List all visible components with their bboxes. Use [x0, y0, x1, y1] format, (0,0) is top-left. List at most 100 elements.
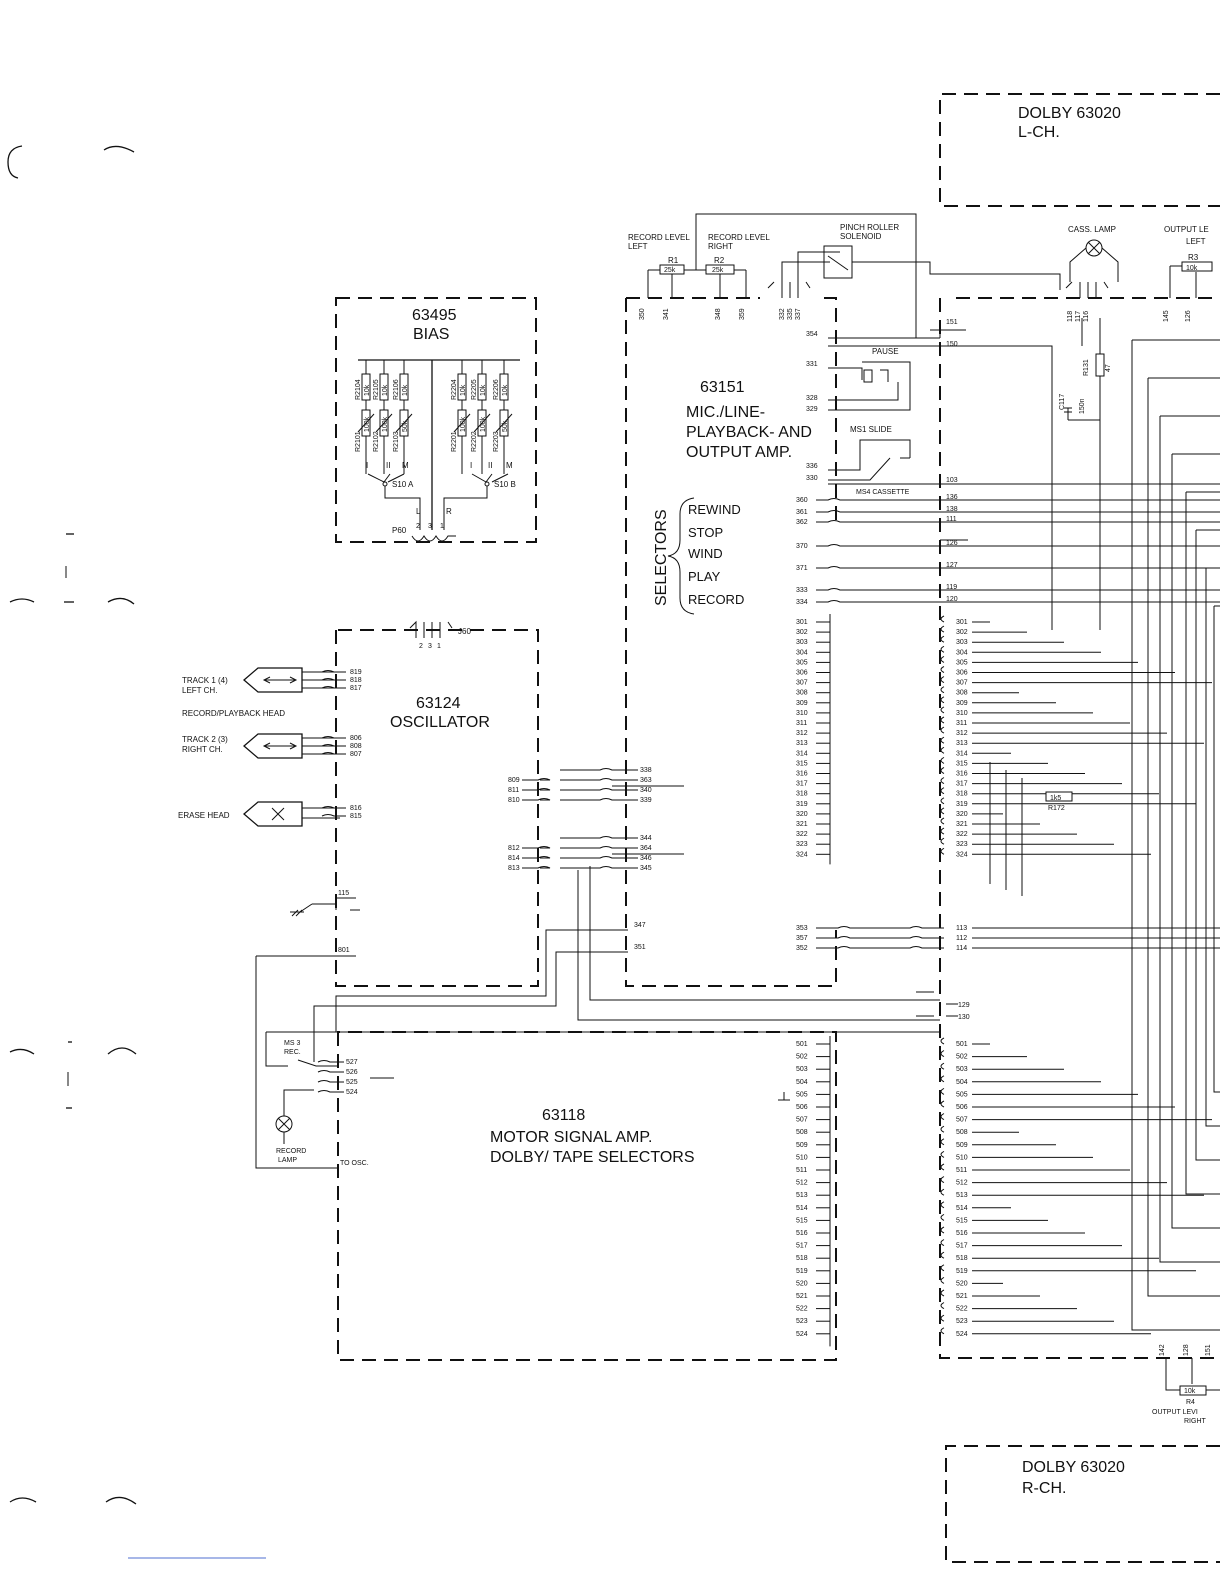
bus-pin-right: 513	[956, 1192, 968, 1199]
bus-contact	[940, 1075, 945, 1083]
bus-contact	[940, 777, 945, 785]
selector-wire	[816, 588, 1220, 591]
bus-pin-left: 522	[796, 1306, 808, 1313]
bus-pin-right: 519	[956, 1268, 968, 1275]
svg-text:R: R	[446, 507, 452, 516]
svg-text:3: 3	[428, 523, 432, 530]
svg-text:150n: 150n	[1079, 398, 1086, 414]
bias-switch-a: S10 A	[392, 480, 414, 489]
bus-pin-right: 520	[956, 1280, 968, 1287]
oscillator-number: 63124	[416, 695, 461, 712]
svg-text:STOP: STOP	[688, 525, 723, 540]
bus-pin-left: 515	[796, 1217, 808, 1224]
bus-pin-right: 508	[956, 1129, 968, 1136]
bus-pin-left: 318	[796, 791, 808, 798]
bus-contact	[940, 645, 945, 653]
bus-pin-right: 505	[956, 1091, 968, 1098]
bus-contact	[940, 1037, 945, 1045]
bus-contact	[940, 797, 945, 805]
amp-top-pin: 337	[795, 308, 802, 320]
pin-label: 817	[350, 685, 362, 692]
pin-label: 819	[350, 669, 362, 676]
pin-label: 818	[350, 677, 362, 684]
pin-label: 816	[350, 805, 362, 812]
selector-pin: 111	[946, 516, 957, 523]
svg-text:PINCH ROLLER: PINCH ROLLER	[840, 223, 899, 232]
svg-text:RIGHT: RIGHT	[708, 242, 733, 251]
bias-resistor-value: 10k	[460, 384, 467, 396]
bus-contact	[940, 686, 945, 694]
bias-resistor-value: 10k	[382, 384, 389, 396]
svg-text:R131: R131	[1083, 359, 1090, 376]
bus-pin-left: 319	[796, 801, 808, 808]
connector-pin	[321, 814, 346, 817]
bus-pin-right: 514	[956, 1205, 968, 1212]
bus-pin-left: 321	[796, 821, 808, 828]
bus-pin-left: 306	[796, 670, 808, 677]
bus2-wire	[816, 926, 944, 929]
right-top-pin: 118	[1067, 311, 1074, 322]
svg-text:328: 328	[806, 395, 818, 402]
bus-pin-left: 510	[796, 1154, 808, 1161]
bus-pin-left: 311	[796, 720, 807, 727]
bias-trimmer-value: 100k	[480, 416, 487, 432]
right-net	[1213, 605, 1220, 1093]
bus-pin-right: 301	[956, 619, 968, 626]
bus-pin-right: 517	[956, 1243, 968, 1250]
svg-text:MS4 CASSETTE: MS4 CASSETTE	[856, 489, 910, 496]
bus-pin-right: 504	[956, 1079, 968, 1086]
bus-contact	[940, 847, 945, 855]
bus-contact	[940, 716, 945, 724]
bus-pin-left: 304	[796, 649, 808, 656]
svg-text:10k: 10k	[1184, 1388, 1196, 1395]
right-edge-wiring	[989, 339, 1220, 1331]
bias-trimmer-name: R2102	[373, 431, 380, 452]
bus-contact	[940, 1113, 945, 1121]
right-top-pin: 126	[1185, 310, 1192, 322]
pin-label: 815	[350, 813, 362, 820]
amp-top-pin: 332	[779, 308, 786, 320]
selector-wire	[816, 510, 1220, 513]
svg-text:1k5: 1k5	[1050, 795, 1061, 802]
amp-name-3: OUTPUT AMP.	[686, 444, 792, 461]
wire	[495, 413, 513, 433]
bus-contact	[940, 837, 945, 845]
ms3-pin: 525	[346, 1079, 358, 1086]
right-net	[1171, 453, 1220, 1229]
bus-contact	[940, 655, 945, 663]
bus-contact	[940, 1201, 945, 1209]
svg-text:2: 2	[416, 523, 420, 530]
connector-pin	[560, 846, 638, 849]
svg-text:151: 151	[946, 319, 958, 326]
bus-pin-left: 323	[796, 841, 808, 848]
bus-pin-left: 511	[796, 1167, 807, 1174]
bus-pin-right: 114	[956, 945, 967, 952]
bus-contact	[940, 1188, 945, 1196]
pin-label: 810	[508, 797, 520, 804]
bus-pin-left: 312	[796, 730, 808, 737]
svg-text:351: 351	[634, 944, 646, 951]
bus-pin-left: 521	[796, 1293, 808, 1300]
bus-pin-right: 313	[956, 740, 968, 747]
bus-pin-right: 310	[956, 710, 968, 717]
svg-text:RIGHT CH.: RIGHT CH.	[182, 745, 223, 754]
heads: TRACK 1 (4) LEFT CH. RECORD/PLAYBACK HEA…	[178, 667, 551, 1169]
right-net	[1147, 377, 1220, 1297]
pin-label: 809	[508, 777, 520, 784]
wire	[453, 413, 471, 433]
bus-pin-left: 505	[796, 1091, 808, 1098]
svg-text:LEFT: LEFT	[1186, 237, 1206, 246]
svg-text:LEFT: LEFT	[628, 242, 648, 251]
connector-pin	[321, 752, 346, 755]
bus-pin-right: 112	[956, 935, 967, 942]
connector-pin	[560, 866, 638, 869]
amp-name-2: PLAYBACK- AND	[686, 424, 812, 441]
bus-contact	[940, 767, 945, 774]
svg-text:354: 354	[806, 331, 818, 338]
bus-pin-left: 520	[796, 1280, 808, 1287]
pin-label: 808	[350, 743, 362, 750]
svg-text:R172: R172	[1048, 805, 1065, 812]
